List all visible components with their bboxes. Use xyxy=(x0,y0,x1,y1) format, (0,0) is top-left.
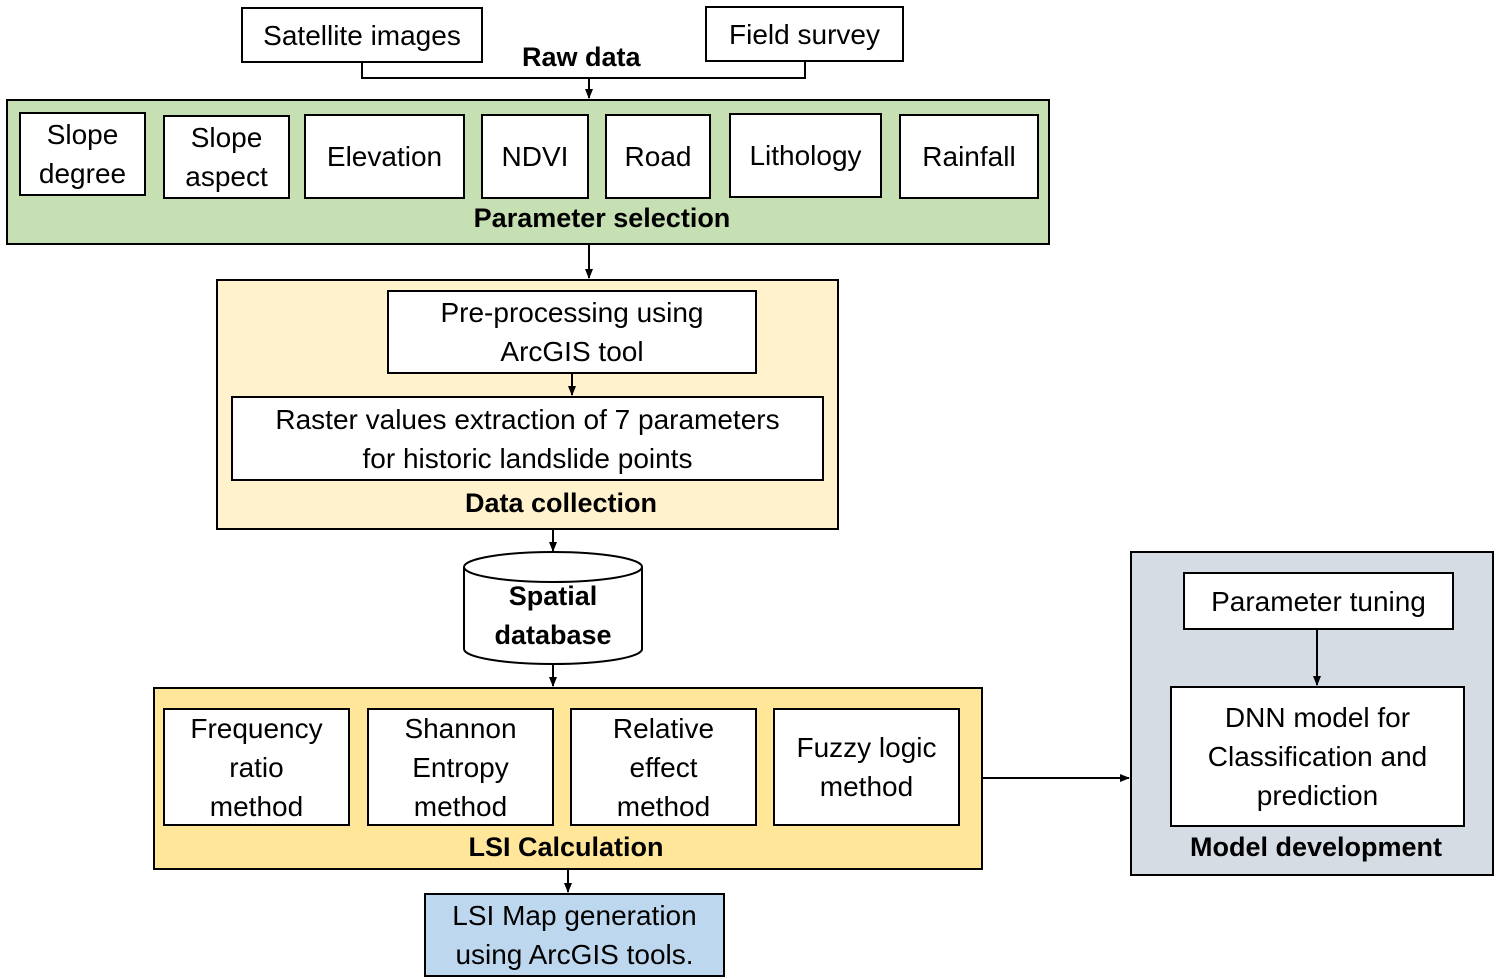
spatial-database-label: Spatial database xyxy=(494,581,612,650)
connector-raw-sources xyxy=(361,62,806,79)
parameter-rainfall: Rainfall xyxy=(899,114,1039,199)
step-dnn-model: DNN model for Classification and predict… xyxy=(1170,686,1465,827)
lsi-calculation-label: LSI Calculation xyxy=(468,832,664,862)
step-parameter-tuning: Parameter tuning xyxy=(1183,572,1454,630)
method-relative-effect: Relative effect method xyxy=(570,708,757,826)
step-raster-extraction: Raster values extraction of 7 parameters… xyxy=(231,396,824,481)
parameter-elevation: Elevation xyxy=(304,114,465,199)
source-satellite-images: Satellite images xyxy=(241,7,483,63)
parameter-ndvi: NDVI xyxy=(481,114,589,199)
step-preprocessing: Pre-processing using ArcGIS tool xyxy=(387,290,757,374)
method-fuzzy-logic: Fuzzy logic method xyxy=(773,708,960,826)
source-field-survey: Field survey xyxy=(705,6,904,62)
parameter-lithology: Lithology xyxy=(729,113,882,198)
parameter-slope-degree: Slope degree xyxy=(19,112,146,196)
model-development-label: Model development xyxy=(1189,832,1443,862)
parameter-selection-label: Parameter selection xyxy=(473,203,731,233)
parameter-slope-aspect: Slope aspect xyxy=(163,115,290,199)
raw-data-label: Raw data xyxy=(522,42,641,72)
parameter-road: Road xyxy=(605,114,711,199)
method-frequency-ratio: Frequency ratio method xyxy=(163,708,350,826)
data-collection-label: Data collection xyxy=(464,488,658,518)
method-shannon-entropy: Shannon Entropy method xyxy=(367,708,554,826)
lsi-map-generation: LSI Map generation using ArcGIS tools. xyxy=(424,893,725,977)
